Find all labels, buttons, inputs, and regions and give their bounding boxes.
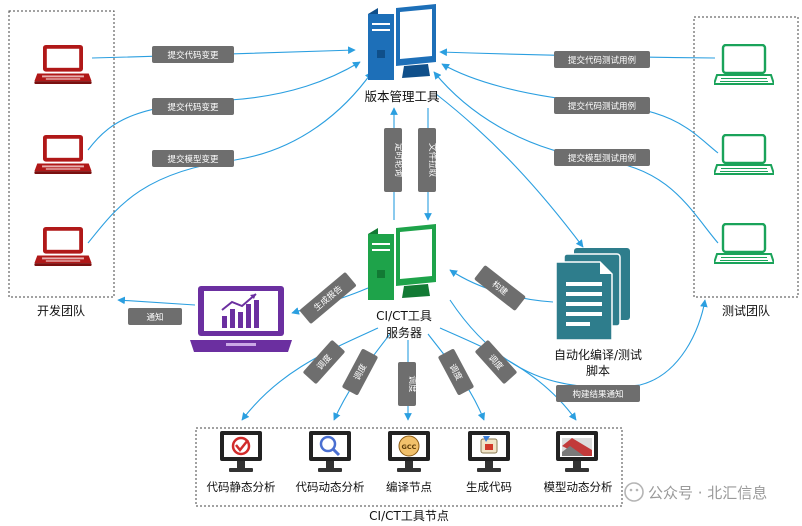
edge-label-dev1: 提交代码变更 [152, 46, 234, 63]
tool-nodes-group-label: CI/CT工具节点 [369, 509, 449, 523]
tool-node-label: 编译节点 [386, 480, 432, 494]
edge-dispatch-5 [439, 327, 577, 421]
dev-laptop-icon [34, 44, 92, 84]
tool-node-label: 生成代码 [466, 480, 512, 494]
edge-vcs-script [435, 93, 584, 248]
edge-label-test1: 提交代码测试用例 [554, 51, 650, 68]
watermark: 公众号 · 北汇信息 [624, 482, 767, 502]
test-team-label: 测试团队 [722, 303, 770, 318]
edge-label-dev3: 提交模型变更 [152, 150, 234, 167]
dev-laptop-icon [34, 226, 92, 266]
edge-dispatch-1 [241, 327, 379, 421]
svg-text:定时轮询: 定时轮询 [393, 143, 404, 177]
tool-node-label: 代码静态分析 [207, 480, 276, 494]
edge-label-dispatch: 调度 [475, 340, 517, 384]
svg-text:提交代码变更: 提交代码变更 [167, 102, 219, 113]
test-team-box [693, 16, 799, 298]
svg-text:提交模型测试用例: 提交模型测试用例 [568, 153, 636, 164]
edge-dev3 [87, 71, 373, 244]
edge-label-dispatch: 调度 [438, 349, 474, 395]
svg-text:调度: 调度 [407, 375, 418, 393]
edge-label-dispatch: 调度 [303, 340, 345, 384]
edge-label-notify: 通知 [128, 308, 182, 325]
edge-label-dispatch: 调度 [398, 362, 418, 406]
svg-text:提交模型变更: 提交模型变更 [167, 154, 219, 165]
edge-label-test3: 提交模型测试用例 [554, 149, 650, 166]
vcs-server-icon [368, 4, 436, 80]
edge-label-fetch: 文件拉取 [418, 128, 438, 192]
connections [87, 46, 719, 421]
dev-team-box [8, 10, 115, 298]
dev-team-label: 开发团队 [37, 303, 85, 318]
static-analysis-node [220, 431, 262, 472]
edge-label-test2: 提交代码测试用例 [554, 97, 650, 114]
dynamic-analysis-node [309, 431, 351, 472]
edge-label-report: 生成报告 [300, 272, 356, 324]
vcs-label: 版本管理工具 [364, 89, 440, 104]
test-laptop-icon [714, 44, 774, 86]
script-label-line2: 脚本 [586, 363, 610, 378]
gcc-icon-text: GCC [402, 443, 417, 451]
svg-text:通知: 通知 [146, 312, 163, 323]
edge-label-dispatch: 调度 [342, 349, 378, 395]
tool-node-label: 模型动态分析 [544, 480, 613, 494]
svg-text:提交代码变更: 提交代码变更 [167, 50, 219, 61]
ci-server-icon [368, 224, 436, 300]
svg-text:提交代码测试用例: 提交代码测试用例 [568, 101, 636, 112]
script-document-icon [555, 248, 630, 341]
ci-server-label-line1: CI/CT工具 [376, 309, 432, 323]
report-laptop-icon [190, 286, 292, 352]
tool-nodes-box [195, 427, 623, 507]
gcc-icon [398, 435, 420, 457]
test-laptop-icon [714, 223, 774, 265]
compile-node: GCC [388, 431, 430, 472]
watermark-text: 公众号 · 北汇信息 [648, 484, 767, 502]
svg-text:提交代码测试用例: 提交代码测试用例 [568, 55, 636, 66]
dev-laptop-icon [34, 134, 92, 174]
model-analysis-node [556, 431, 598, 472]
ci-server-label-line2: 服务器 [386, 325, 422, 340]
svg-text:文件拉取: 文件拉取 [427, 143, 438, 178]
magnifier-icon [319, 435, 337, 453]
edge-label-dev2: 提交代码变更 [152, 98, 234, 115]
edge-label-build: 构建 [474, 265, 526, 311]
codegen-node [468, 431, 510, 472]
tool-node-label: 代码动态分析 [296, 480, 365, 494]
wechat-icon [624, 482, 644, 502]
edge-notify [117, 296, 196, 306]
edge-label-build-notify: 构建结果通知 [556, 385, 640, 402]
svg-text:构建结果通知: 构建结果通知 [572, 389, 623, 400]
test-laptop-icon [714, 134, 774, 176]
edge-label-poll: 定时轮询 [384, 128, 404, 192]
script-label-line1: 自动化编译/测试 [554, 347, 642, 362]
